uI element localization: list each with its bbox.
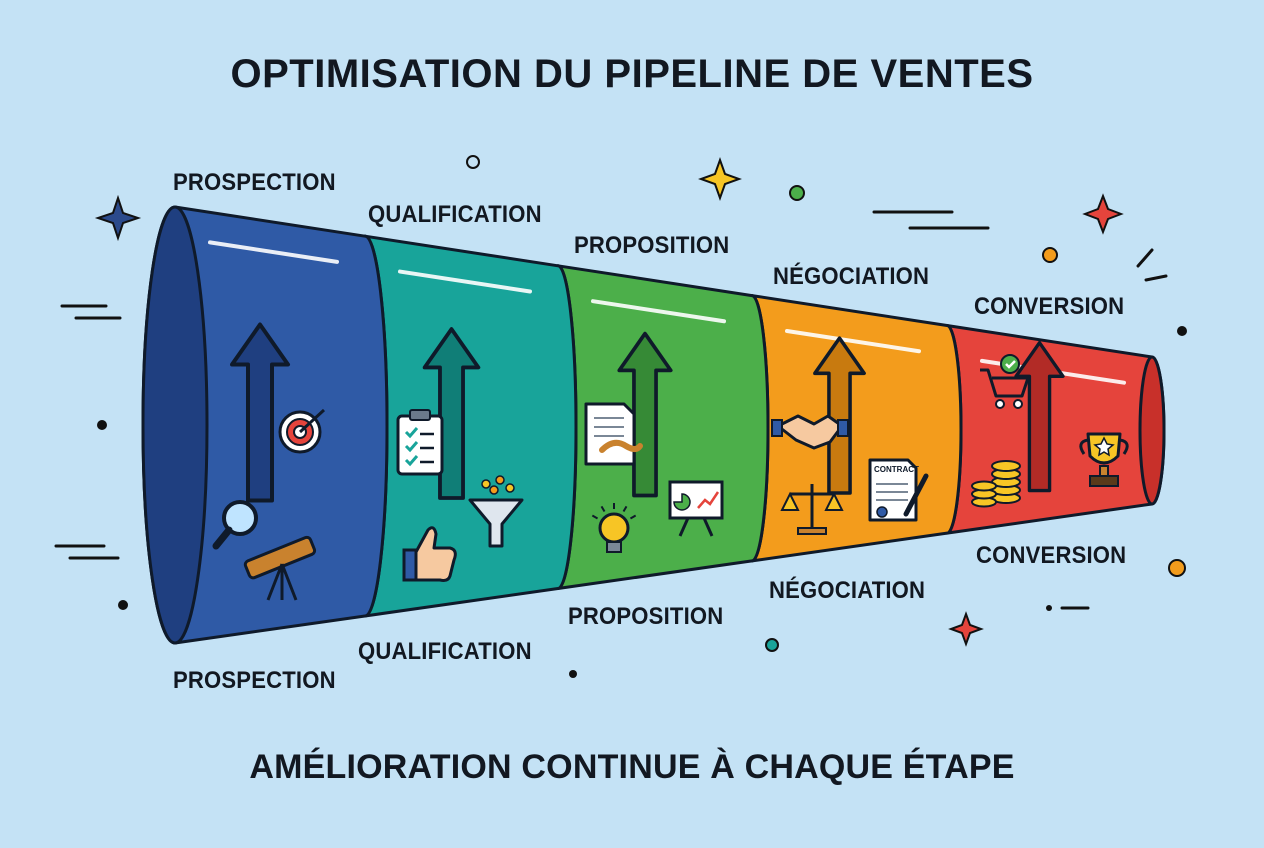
up-arrow-icon	[617, 331, 673, 498]
stage-ring	[141, 205, 209, 645]
stage-label-conversion-top: CONVERSION	[974, 293, 1125, 320]
up-arrow-icon	[1014, 341, 1065, 493]
stage-label-conversion-bottom: CONVERSION	[976, 542, 1127, 569]
stage-label-proposition-top: PROPOSITION	[574, 232, 730, 259]
up-arrow-icon	[230, 322, 290, 503]
checklist-icon	[396, 409, 444, 476]
trophy-icon	[1079, 432, 1129, 487]
stage-label-negociation-top: NÉGOCIATION	[773, 263, 930, 290]
highlight-line	[208, 240, 339, 264]
diagram-subtitle: AMÉLIORATION CONTINUE À CHAQUE ÉTAPE	[249, 748, 1015, 786]
funnel-icon	[468, 475, 524, 548]
contract-label: CONTRACT	[874, 465, 919, 474]
target-icon	[278, 408, 326, 454]
highlight-line	[591, 299, 726, 324]
stage-label-qualification-top: QUALIFICATION	[368, 201, 542, 228]
presentation-board-icon	[668, 480, 724, 537]
highlight-line	[398, 269, 532, 294]
telescope-icon	[243, 535, 317, 601]
stage-section-4	[931, 324, 1166, 535]
lightbulb-icon	[591, 503, 637, 553]
cart-check-icon	[980, 354, 1030, 409]
up-arrow-icon	[422, 327, 481, 500]
highlight-line	[785, 328, 921, 354]
stage-label-prospection-bottom: PROSPECTION	[173, 667, 336, 694]
diagram-title: OPTIMISATION DU PIPELINE DE VENTES	[230, 52, 1034, 96]
contract-icon: CONTRACT	[868, 458, 929, 522]
scales-icon	[780, 484, 844, 535]
stage-label-negociation-bottom: NÉGOCIATION	[769, 577, 926, 604]
stage-label-proposition-bottom: PROPOSITION	[568, 603, 724, 630]
funnel-end-cap	[1138, 355, 1166, 506]
stage-section-0	[141, 205, 389, 645]
stage-label-prospection-top: PROSPECTION	[173, 169, 336, 196]
magnifier-icon	[212, 500, 258, 550]
coins-icon	[971, 460, 1021, 508]
thumbs-up-icon	[402, 526, 457, 582]
handshake-icon	[771, 414, 849, 450]
document-handshake-icon	[584, 402, 643, 466]
stage-label-qualification-bottom: QUALIFICATION	[358, 638, 532, 665]
up-arrow-icon	[813, 336, 866, 495]
